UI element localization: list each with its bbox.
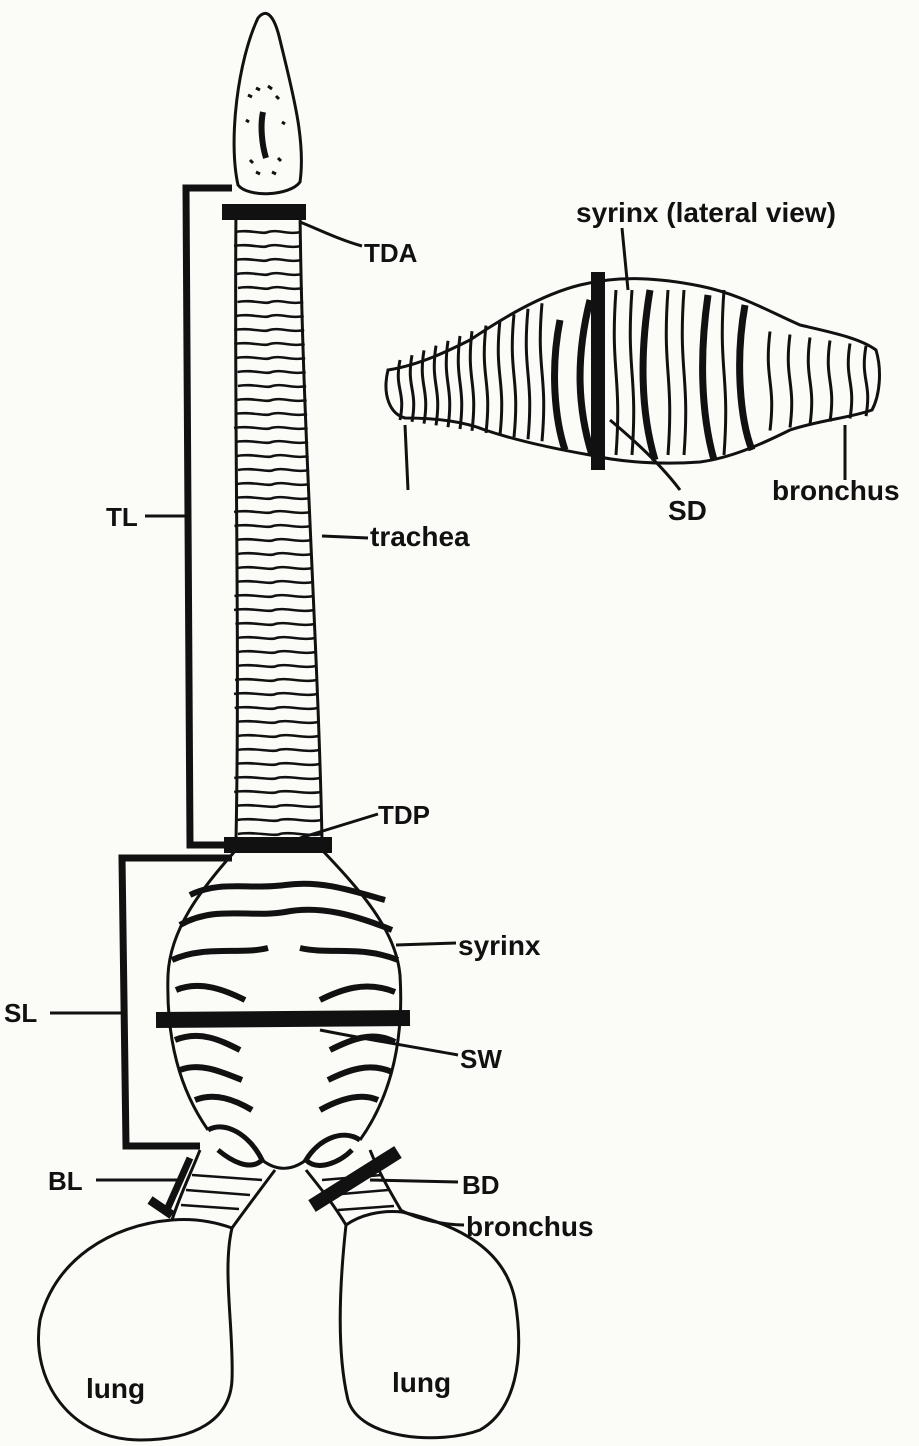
label-syrinx: syrinx xyxy=(458,930,541,961)
label-trachea: trachea xyxy=(370,521,470,552)
inset-rib xyxy=(446,341,449,427)
trachea-ring xyxy=(237,665,316,667)
inset-rib xyxy=(614,290,617,455)
trachea-ring xyxy=(235,441,308,443)
trachea-ring xyxy=(235,679,316,681)
trachea-ring xyxy=(238,287,303,289)
lungs xyxy=(38,1212,518,1440)
label-lung-left: lung xyxy=(86,1373,145,1404)
trachea-ring xyxy=(234,245,301,247)
trachea-ring xyxy=(238,371,306,373)
inset-rib xyxy=(512,314,515,437)
trachea-ring xyxy=(234,777,320,779)
inset-rib xyxy=(722,290,725,455)
trachea-ring xyxy=(238,385,306,387)
tl-bracket xyxy=(186,188,232,845)
inset-rib xyxy=(768,332,771,431)
trachea-ring xyxy=(238,651,315,653)
trachea-ring xyxy=(234,609,314,611)
larynx-head xyxy=(234,13,301,193)
trachea-ring xyxy=(237,455,309,457)
trachea-ring xyxy=(237,483,309,485)
sw-bar xyxy=(156,1018,410,1020)
inset-rib xyxy=(828,341,831,422)
trachea-ring xyxy=(234,329,304,331)
trachea-ring xyxy=(235,259,302,261)
trachea-tube xyxy=(234,210,322,840)
inset-rib xyxy=(682,290,685,455)
trachea-ring xyxy=(237,273,303,275)
label-bl: BL xyxy=(48,1166,83,1196)
trachea-ring xyxy=(238,567,313,569)
inset-rib xyxy=(484,326,487,433)
trachea-ring xyxy=(237,637,315,639)
trachea-ring xyxy=(238,749,319,751)
inset-rib xyxy=(540,303,543,441)
inset-rib xyxy=(848,344,851,419)
trachea-ring xyxy=(236,581,313,583)
label-tdp: TDP xyxy=(378,800,430,830)
trachea-ring xyxy=(234,595,313,597)
trachea-ring xyxy=(236,763,319,765)
inset-rib xyxy=(398,360,401,420)
trachea-ring xyxy=(236,805,321,807)
trachea-ring xyxy=(238,553,312,555)
trachea-ring xyxy=(235,413,307,415)
trachea-ring xyxy=(237,399,307,401)
trachea-ring xyxy=(237,721,318,723)
trachea-ring xyxy=(235,623,314,625)
trachea-ring xyxy=(235,497,310,499)
label-bronchus: bronchus xyxy=(466,1211,594,1242)
trachea-ring xyxy=(238,469,309,471)
lung-left-outline xyxy=(38,1219,232,1440)
label-lung-right: lung xyxy=(392,1367,451,1398)
inset-rib xyxy=(808,338,811,425)
trachea-ring xyxy=(234,427,308,429)
trachea-ring xyxy=(236,315,304,317)
label-sl: SL xyxy=(4,998,37,1028)
lung-right-outline xyxy=(340,1212,518,1438)
trachea-ring xyxy=(236,357,305,359)
inset-rib xyxy=(788,335,791,428)
label-sw: SW xyxy=(460,1044,502,1074)
inset-rib xyxy=(434,346,437,426)
syrinx-lateral-inset xyxy=(386,228,879,490)
trachea-ring xyxy=(238,819,322,821)
inset-rib xyxy=(458,336,461,429)
trachea-ring xyxy=(234,511,310,513)
trachea-ring xyxy=(238,735,318,737)
trachea-ring xyxy=(238,301,304,303)
syrinx-body xyxy=(168,850,401,1168)
inset-rib xyxy=(526,309,529,439)
trachea-ring xyxy=(235,707,318,709)
trachea-ring xyxy=(234,343,304,345)
trachea-ring xyxy=(235,231,301,233)
inset-rib xyxy=(498,320,501,435)
trachea-ring xyxy=(234,525,311,527)
label-tl: TL xyxy=(106,502,138,532)
inset-rib xyxy=(666,290,669,455)
trachea-ring xyxy=(234,791,320,793)
inset-rib xyxy=(864,346,867,416)
trachea-ring xyxy=(236,539,311,541)
label-bd: BD xyxy=(462,1170,500,1200)
sl-bracket xyxy=(122,858,232,1146)
inset-rib xyxy=(470,331,473,431)
label-sd: SD xyxy=(668,495,707,526)
label-syrinx-lateral: syrinx (lateral view) xyxy=(576,197,836,228)
trachea-ring xyxy=(234,693,317,695)
label-bronchus-inset: bronchus xyxy=(772,475,900,506)
bronchi xyxy=(172,1150,402,1228)
label-tda: TDA xyxy=(364,238,418,268)
inset-rib xyxy=(630,290,633,455)
